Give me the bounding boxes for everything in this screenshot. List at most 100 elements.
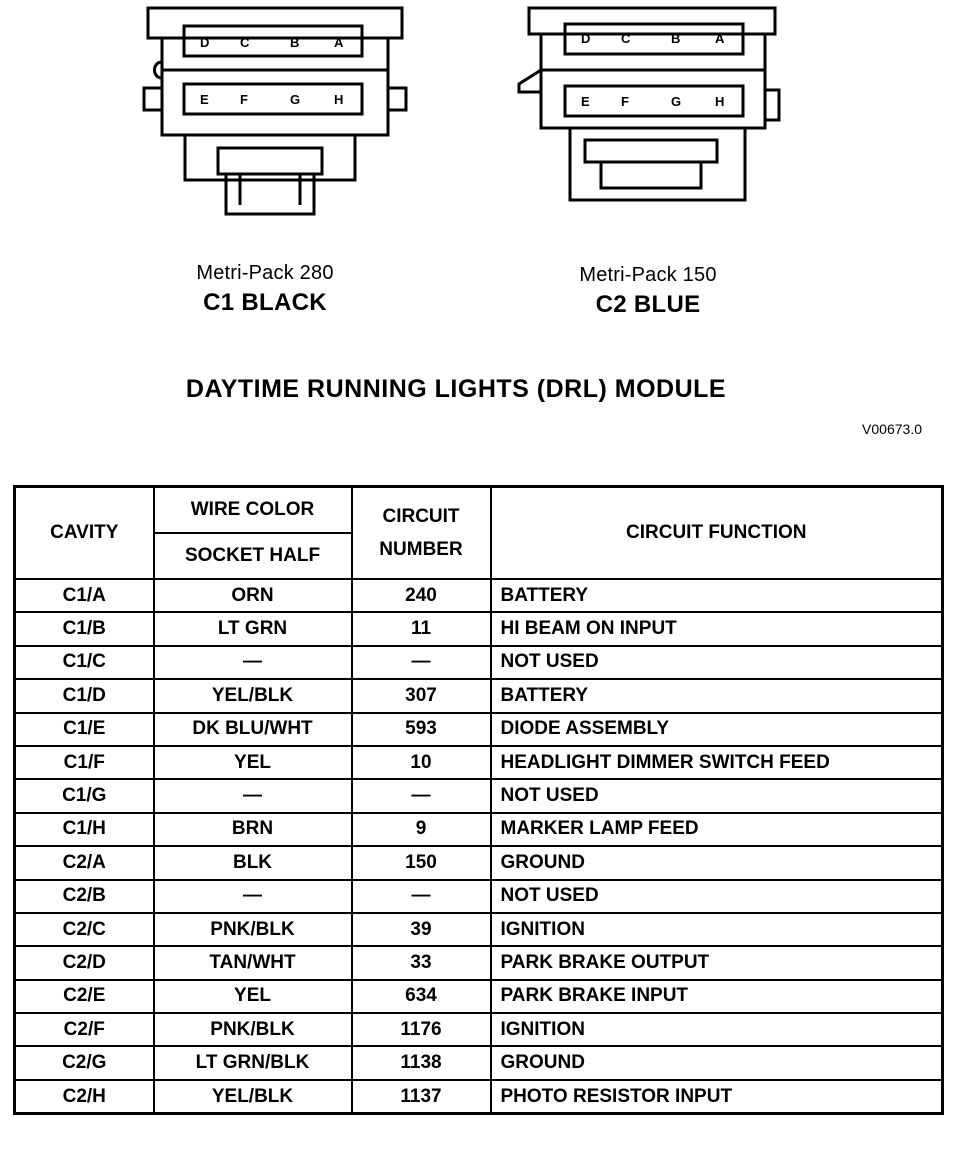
wire-color-cell: PNK/BLK bbox=[152, 1012, 353, 1048]
cavity-cell: C2/F bbox=[13, 1012, 155, 1048]
circuit-function-cell: GROUND bbox=[489, 1045, 944, 1081]
connector-c2-diagram: D C B A E F G H bbox=[515, 0, 785, 225]
cavity-cell: C2/H bbox=[13, 1078, 155, 1115]
cavity-cell: C1/E bbox=[13, 711, 155, 747]
wire-color-cell: LT GRN/BLK bbox=[152, 1045, 353, 1081]
wire-color-cell: — bbox=[152, 778, 353, 814]
circuit-function-cell: HEADLIGHT DIMMER SWITCH FEED bbox=[489, 744, 944, 781]
pin-d-label: D bbox=[581, 31, 591, 46]
circuit-function-cell: NOT USED bbox=[489, 644, 944, 681]
connector-c1-pack-label: Metri-Pack 280 bbox=[196, 262, 334, 284]
pin-f-label: F bbox=[621, 94, 629, 109]
circuit-function-cell: GROUND bbox=[489, 845, 944, 881]
cavity-cell: C1/B bbox=[13, 611, 155, 647]
table-row: C1/C——NOT USED bbox=[13, 644, 944, 681]
circuit-function-cell: PHOTO RESISTOR INPUT bbox=[489, 1078, 944, 1115]
pin-g-label: G bbox=[671, 94, 682, 109]
circuit-function-cell: PARK BRAKE INPUT bbox=[489, 978, 944, 1015]
reference-code: V00673.0 bbox=[862, 421, 922, 437]
header-circuit-function: CIRCUIT FUNCTION bbox=[489, 485, 944, 580]
cavity-cell: C1/H bbox=[13, 811, 155, 848]
circuit-number-cell: 39 bbox=[350, 911, 492, 948]
connector-c2-name: C2 BLUE bbox=[595, 291, 701, 318]
module-title: DAYTIME RUNNING LIGHTS (DRL) MODULE bbox=[185, 375, 727, 403]
cavity-cell: C2/G bbox=[13, 1045, 155, 1081]
cavity-cell: C2/C bbox=[13, 911, 155, 948]
circuit-function-cell: PARK BRAKE OUTPUT bbox=[489, 945, 944, 981]
pin-b-label: B bbox=[290, 35, 300, 50]
circuit-number-cell: — bbox=[350, 644, 492, 681]
circuit-function-cell: IGNITION bbox=[489, 911, 944, 948]
cavity-cell: C2/B bbox=[13, 878, 155, 914]
wire-color-cell: YEL/BLK bbox=[152, 678, 353, 714]
circuit-number-cell: — bbox=[350, 878, 492, 914]
circuit-function-cell: HI BEAM ON INPUT bbox=[489, 611, 944, 647]
wire-color-cell: LT GRN bbox=[152, 611, 353, 647]
circuit-number-cell: — bbox=[350, 778, 492, 814]
circuit-function-cell: MARKER LAMP FEED bbox=[489, 811, 944, 848]
header-cavity: CAVITY bbox=[13, 485, 155, 580]
cavity-cell: C1/A bbox=[13, 577, 155, 614]
circuit-number-cell: 593 bbox=[350, 711, 492, 747]
cavity-cell: C2/E bbox=[13, 978, 155, 1015]
wire-color-cell: YEL bbox=[152, 978, 353, 1015]
circuit-function-cell: BATTERY bbox=[489, 678, 944, 714]
connector-c2-pack-label: Metri-Pack 150 bbox=[579, 264, 717, 286]
header-circuit-number-text: CIRCUIT NUMBER bbox=[379, 506, 463, 560]
pin-f-label: F bbox=[240, 92, 248, 107]
connector-c1-diagram: D C B A E F G H bbox=[140, 0, 410, 225]
pin-a-label: A bbox=[334, 35, 344, 50]
wire-color-cell: — bbox=[152, 644, 353, 681]
header-socket-half: SOCKET HALF bbox=[152, 532, 353, 580]
circuit-number-cell: 11 bbox=[350, 611, 492, 647]
pinout-table: CAVITY WIRE COLOR CIRCUIT NUMBER CIRCUIT… bbox=[13, 485, 944, 1116]
wire-color-cell: ORN bbox=[152, 577, 353, 614]
connector-c1-name: C1 BLACK bbox=[203, 289, 327, 316]
circuit-number-cell: 634 bbox=[350, 978, 492, 1015]
circuit-number-cell: 9 bbox=[350, 811, 492, 848]
connector-c1-outline bbox=[142, 6, 408, 216]
circuit-function-cell: NOT USED bbox=[489, 878, 944, 914]
circuit-number-cell: 240 bbox=[350, 577, 492, 614]
table-row: C2/B——NOT USED bbox=[13, 878, 944, 914]
circuit-number-cell: 307 bbox=[350, 678, 492, 714]
pin-c-label: C bbox=[621, 31, 631, 46]
cavity-cell: C1/G bbox=[13, 778, 155, 814]
wire-color-cell: DK BLU/WHT bbox=[152, 711, 353, 747]
pin-b-label: B bbox=[671, 31, 681, 46]
header-wire-color: WIRE COLOR bbox=[152, 485, 353, 534]
pin-d-label: D bbox=[200, 35, 210, 50]
circuit-function-cell: BATTERY bbox=[489, 577, 944, 614]
wire-color-cell: TAN/WHT bbox=[152, 945, 353, 981]
circuit-number-cell: 1176 bbox=[350, 1012, 492, 1048]
wire-color-cell: YEL/BLK bbox=[152, 1078, 353, 1115]
connector-c2-outline bbox=[517, 6, 781, 202]
pin-e-label: E bbox=[200, 92, 209, 107]
table-row: C1/G——NOT USED bbox=[13, 778, 944, 814]
circuit-number-cell: 1137 bbox=[350, 1078, 492, 1115]
connector-c2-caption: Metri-Pack 150 C2 BLUE bbox=[533, 264, 763, 319]
wire-color-cell: YEL bbox=[152, 744, 353, 781]
pin-e-label: E bbox=[581, 94, 590, 109]
connector-c1-caption: Metri-Pack 280 C1 BLACK bbox=[150, 262, 380, 317]
cavity-cell: C2/D bbox=[13, 945, 155, 981]
circuit-function-cell: NOT USED bbox=[489, 778, 944, 814]
cavity-cell: C1/C bbox=[13, 644, 155, 681]
cavity-cell: C1/D bbox=[13, 678, 155, 714]
circuit-number-cell: 33 bbox=[350, 945, 492, 981]
pin-h-label: H bbox=[334, 92, 344, 107]
wire-color-cell: BLK bbox=[152, 845, 353, 881]
